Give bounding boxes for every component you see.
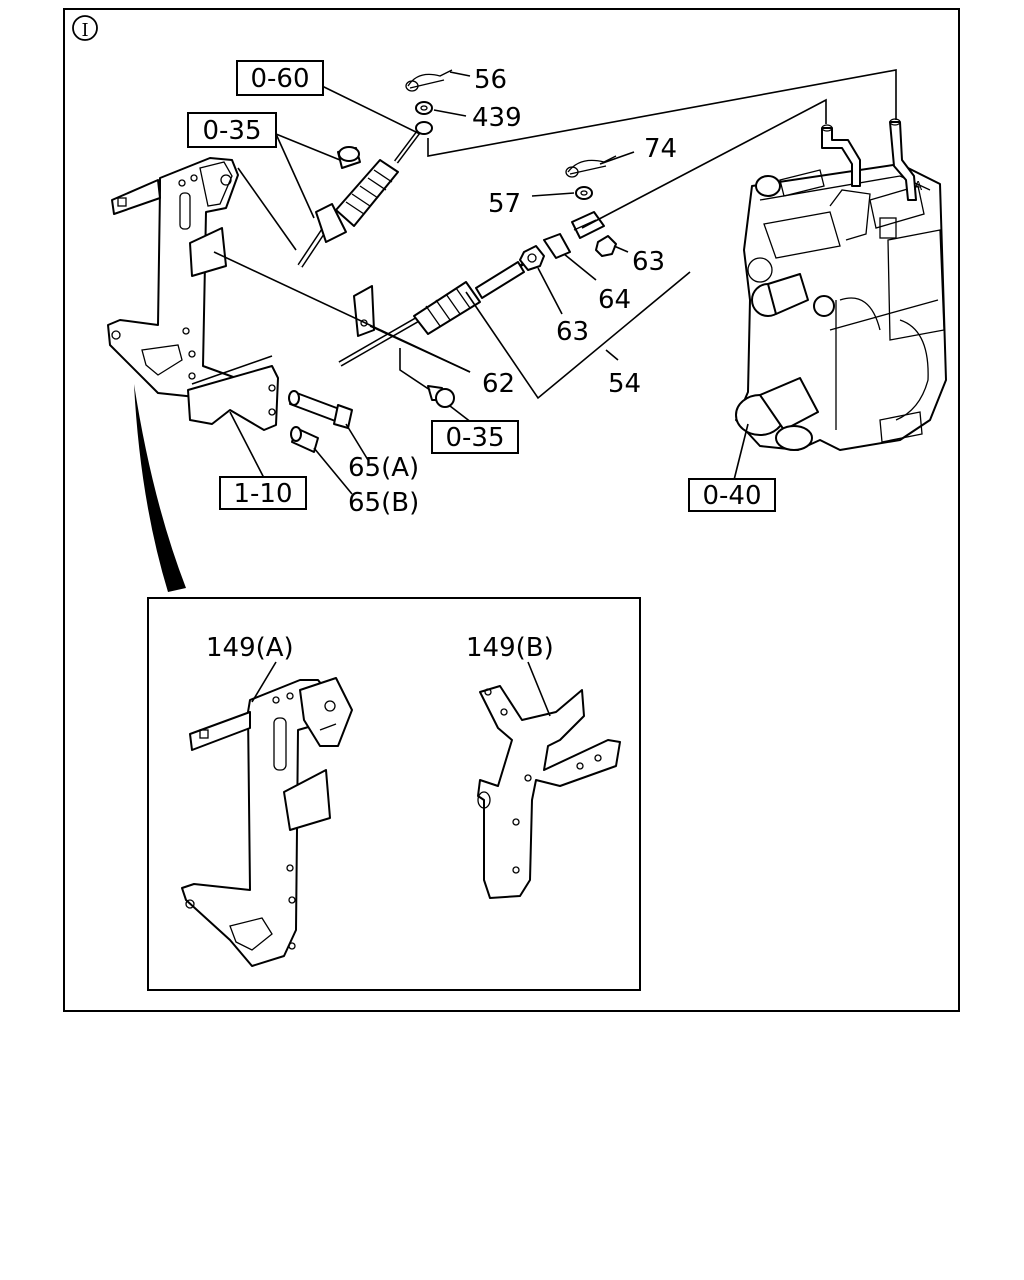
callout-65a: 65(A) [348,453,419,483]
inset-detail: 149(A) 149(B) [147,597,641,991]
washer-439-drawing [415,101,433,115]
section-marker: I [72,15,98,41]
bracket-149b-drawing [477,661,621,899]
svg-text:0-60: 0-60 [250,64,309,94]
callout-63-mid: 63 [556,317,589,347]
label-149a: 149(A) [206,633,294,663]
diagram-frame [63,8,960,1012]
clip-56-drawing [405,69,453,92]
clamp-62-drawing [353,285,375,337]
clip-74-drawing [565,155,617,178]
ref-box-035-top[interactable]: 0-35 [187,112,277,148]
callout-64: 64 [598,285,631,315]
svg-text:0-35: 0-35 [202,116,261,146]
bracket-149a-drawing [181,661,353,967]
bolt-035-top-drawing [337,146,361,169]
pedal-bracket-drawing [107,157,279,431]
bolt-65b-drawing [290,426,319,453]
ref-box-060[interactable]: 0-60 [236,60,324,96]
upper-cable-drawing [297,121,433,268]
callout-74: 74 [644,134,677,164]
label-149b: 149(B) [466,633,554,663]
svg-text:1-10: 1-10 [233,479,292,509]
callout-54: 54 [608,369,641,399]
svg-text:0-35: 0-35 [445,423,504,453]
svg-text:I: I [81,20,88,41]
callout-62: 62 [482,369,515,399]
callout-57: 57 [488,189,521,219]
detail-pointer [134,384,186,592]
ref-box-040[interactable]: 0-40 [688,478,776,512]
bolt-035-mid-drawing [427,385,455,408]
callout-439: 439 [472,103,522,133]
svg-text:0-40: 0-40 [702,481,761,511]
bolt-65a-drawing [288,390,353,429]
washer-57-drawing [575,186,593,200]
callout-65b: 65(B) [348,488,419,518]
svg-text:A: A [914,179,923,193]
callout-63-right: 63 [632,247,665,277]
ref-box-035-mid[interactable]: 0-35 [431,420,519,454]
ref-box-110[interactable]: 1-10 [219,476,307,510]
leader-lines [191,69,897,495]
transmission-drawing: A [735,118,947,451]
callout-56: 56 [474,65,507,95]
